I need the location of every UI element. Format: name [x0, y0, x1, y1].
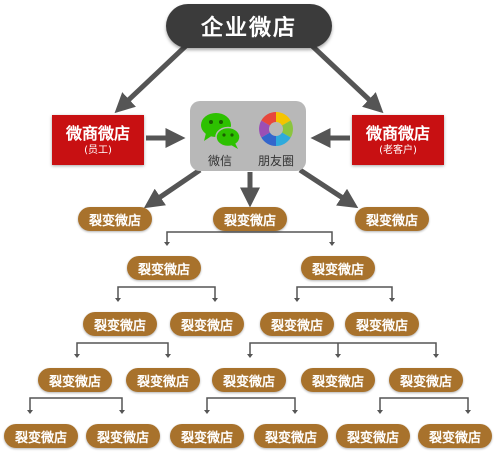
fission-store-node: 裂变微店 [78, 207, 152, 231]
connector-arrowhead [165, 354, 171, 358]
connector-arrowhead [292, 410, 298, 414]
fission-store-label: 裂变微店 [96, 430, 149, 446]
fission-store-label: 裂变微店 [264, 430, 317, 446]
fission-store-node: 裂变微店 [86, 424, 160, 448]
moments-icon [259, 112, 293, 146]
fission-store-label: 裂变微店 [270, 318, 323, 334]
fission-store-node: 裂变微店 [301, 256, 375, 280]
moments-label: 朋友圈 [257, 154, 294, 168]
connector-arrowhead [27, 410, 33, 414]
fission-store-label: 裂变微店 [48, 374, 101, 390]
fission-store-node: 裂变微店 [418, 424, 492, 448]
connector-arrowhead [377, 410, 383, 414]
fission-store-label: 裂变微店 [180, 430, 233, 446]
employee-store-label: 微商微店 [65, 123, 130, 143]
fission-store-label: 裂变微店 [311, 374, 364, 390]
connector-arrowhead [294, 298, 300, 302]
connector-arrowhead [164, 242, 170, 246]
wechat-icon [201, 113, 241, 149]
fission-store-node: 裂变微店 [4, 424, 78, 448]
connector-branch-7 [206, 397, 296, 412]
connector-arrowhead [115, 298, 121, 302]
connector-arrowhead [329, 242, 335, 246]
enterprise-store-node: 企业微店 [166, 4, 332, 48]
wechat-label: 微信 [207, 154, 232, 168]
fission-store-node: 裂变微店 [301, 368, 375, 392]
connector-branch-1 [166, 231, 333, 244]
wechat-app: 微信 [192, 101, 248, 171]
connector-branch-5 [249, 342, 437, 356]
customer-store-label: 微商微店 [365, 123, 430, 143]
social-channels-box: 微信 朋友圈 [190, 101, 306, 171]
arrow-top-to-left [114, 40, 192, 114]
connector-arrowhead [74, 354, 80, 358]
moments-app: 朋友圈 [248, 101, 304, 171]
connector-arrowhead [465, 410, 471, 414]
fission-store-node: 裂变微店 [127, 256, 201, 280]
fission-store-label: 裂变微店 [180, 318, 233, 334]
fission-store-label: 裂变微店 [14, 430, 67, 446]
fission-store-label: 裂变微店 [136, 374, 189, 390]
fission-store-label: 裂变微店 [428, 430, 481, 446]
fission-store-node: 裂变微店 [355, 207, 429, 231]
fission-store-label: 裂变微店 [223, 213, 276, 229]
connector-arrowhead [335, 354, 341, 358]
connector-branch-3 [296, 286, 393, 300]
connector-arrowhead [389, 298, 395, 302]
fission-store-node: 裂变微店 [170, 312, 244, 336]
arrow-top-to-right [306, 40, 384, 114]
fission-store-label: 裂变微店 [311, 262, 364, 278]
connector-arrowhead [247, 354, 253, 358]
connector-branch-2 [117, 286, 216, 300]
connector-branch-8 [379, 397, 469, 412]
fission-store-node: 裂变微店 [38, 368, 112, 392]
connector-arrowhead [433, 354, 439, 358]
fission-store-node: 裂变微店 [170, 424, 244, 448]
connector-arrowhead [212, 298, 218, 302]
fission-store-node: 裂变微店 [126, 368, 200, 392]
fission-store-label: 裂变微店 [346, 430, 399, 446]
arrow-center-to-l1c [298, 167, 359, 209]
connector-branch-6 [29, 397, 123, 412]
fission-store-label: 裂变微店 [93, 318, 146, 334]
customer-store-sublabel: (老客户) [379, 144, 417, 156]
fission-store-node: 裂变微店 [212, 368, 286, 392]
fission-store-node: 裂变微店 [254, 424, 328, 448]
fission-store-label: 裂变微店 [399, 374, 452, 390]
connector-arrowhead [204, 410, 210, 414]
customer-store-node: 微商微店 (老客户) [352, 115, 444, 165]
fission-store-label: 裂变微店 [88, 213, 141, 229]
fission-store-label: 裂变微店 [355, 318, 408, 334]
enterprise-store-label: 企业微店 [200, 16, 297, 41]
connector-branch-4 [76, 342, 169, 356]
fission-store-label: 裂变微店 [222, 374, 275, 390]
fission-store-node: 裂变微店 [389, 368, 463, 392]
employee-store-node: 微商微店 (员工) [52, 115, 144, 165]
connector-arrowhead [119, 410, 125, 414]
fission-store-node: 裂变微店 [336, 424, 410, 448]
arrow-center-to-l1a [143, 167, 202, 209]
fission-store-node: 裂变微店 [345, 312, 419, 336]
fission-store-node: 裂变微店 [213, 207, 287, 231]
fission-store-node: 裂变微店 [83, 312, 157, 336]
employee-store-sublabel: (员工) [84, 144, 112, 156]
fission-store-label: 裂变微店 [137, 262, 190, 278]
fission-store-label: 裂变微店 [365, 213, 418, 229]
fission-store-node: 裂变微店 [260, 312, 334, 336]
